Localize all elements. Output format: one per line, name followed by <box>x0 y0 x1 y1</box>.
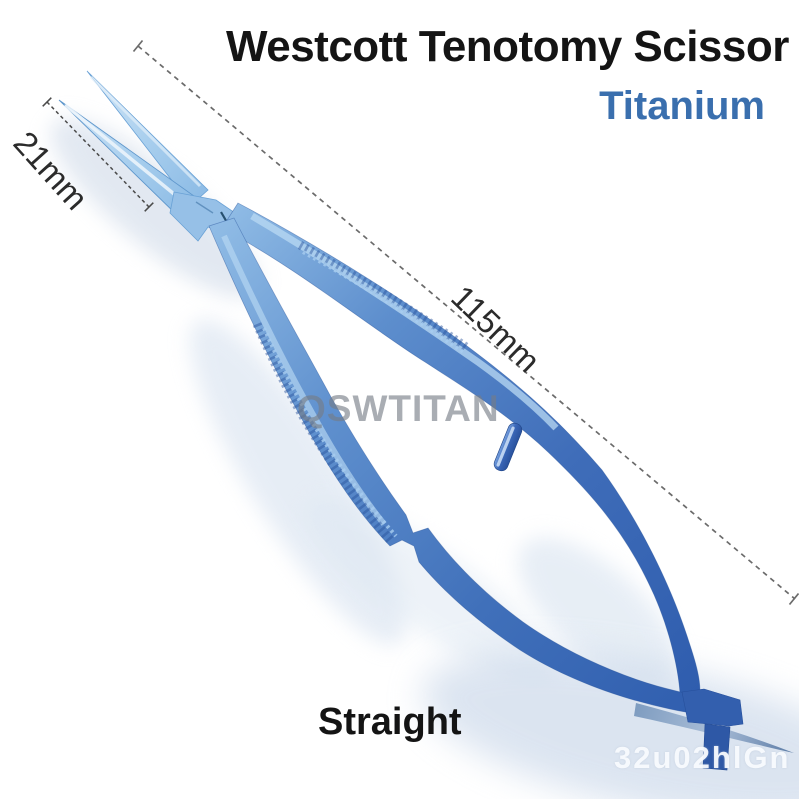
measure-line-115mm <box>132 39 799 606</box>
shadow-loop-interior <box>518 537 678 687</box>
spring-pin <box>493 422 523 472</box>
shadow-inner-curve <box>305 497 555 683</box>
handle-end-tab-wide <box>681 688 744 727</box>
code-watermark: 32u02hlGn <box>614 740 791 775</box>
upper-arm-highlight <box>250 212 559 431</box>
shadow-under-blades <box>50 118 260 298</box>
blade-front-highlight <box>63 103 192 209</box>
product-title: Westcott Tenotomy Scissor <box>226 22 789 71</box>
serration-lower-arm-light <box>262 327 398 538</box>
blade-rear-highlight <box>89 75 202 188</box>
shadow-bottom-right <box>421 651 799 799</box>
soft-shadows <box>50 118 799 799</box>
serration-lower-arm <box>252 322 395 544</box>
hinge-slit-2 <box>195 201 214 214</box>
measure-line-21mm <box>42 97 154 212</box>
serration-upper-arm <box>297 241 469 351</box>
brand-watermark: QSWTITAN <box>297 388 500 429</box>
material-label: Titanium <box>599 84 765 128</box>
scissors <box>58 70 794 771</box>
tip-style-label: Straight <box>318 701 462 743</box>
handle-end-tab-neck <box>702 723 731 771</box>
